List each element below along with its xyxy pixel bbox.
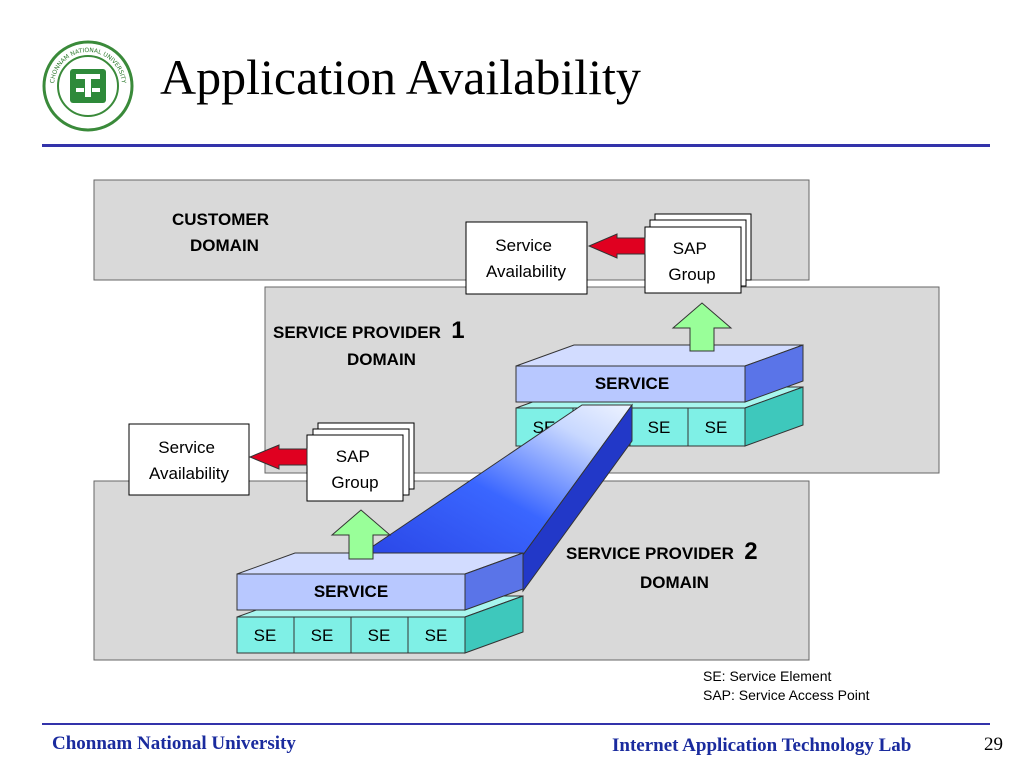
sap-group-bottom: SAP Group bbox=[306, 422, 415, 502]
service-availability-top: Service Availability bbox=[465, 221, 588, 295]
bottom-left-arrow bbox=[248, 444, 308, 470]
service-availability-top-label: Service Availability bbox=[486, 236, 567, 281]
sp2-service-label: SERVICE bbox=[314, 582, 388, 601]
customer-domain-label: CUSTOMER DOMAIN bbox=[172, 210, 274, 255]
university-logo: CHONNAM NATIONAL UNIVERSITY bbox=[42, 40, 134, 132]
sap-group-top-label: SAP Group bbox=[668, 239, 715, 284]
sap-group-bottom-label: SAP Group bbox=[331, 447, 378, 492]
se-cell-sp2-1: SE bbox=[254, 626, 277, 645]
se-cell-sp1-3: SE bbox=[648, 418, 671, 437]
sp2-domain-label: SERVICE PROVIDER 2 DOMAIN bbox=[566, 538, 762, 592]
title-rule bbox=[42, 144, 990, 147]
sp2-service-slab: SERVICE bbox=[236, 552, 524, 611]
top-left-arrow bbox=[587, 233, 646, 259]
sp1-up-arrow bbox=[671, 302, 733, 352]
sp1-domain-label: SERVICE PROVIDER 1 DOMAIN bbox=[273, 317, 469, 369]
footer-lab: Internet Application Technology Lab bbox=[612, 735, 912, 756]
page-number: 29 bbox=[984, 734, 1003, 755]
sp2-up-arrow bbox=[330, 509, 392, 560]
se-cell-sp2-3: SE bbox=[368, 626, 391, 645]
footer-rule bbox=[42, 723, 990, 725]
se-cell-sp2-2: SE bbox=[311, 626, 334, 645]
se-cell-sp2-4: SE bbox=[425, 626, 448, 645]
service-availability-bottom: Service Availability bbox=[128, 423, 250, 496]
sp1-service-slab: SERVICE bbox=[515, 344, 804, 403]
se-cell-sp1-4: SE bbox=[705, 418, 728, 437]
slide-title: Application Availability bbox=[160, 49, 641, 105]
sp1-service-label: SERVICE bbox=[595, 374, 669, 393]
service-availability-bottom-label: Service Availability bbox=[149, 438, 230, 483]
footer-university: Chonnam National University bbox=[52, 733, 296, 754]
legend: SE: Service Element SAP: Service Access … bbox=[703, 668, 870, 703]
sap-group-top: SAP Group bbox=[644, 213, 752, 294]
